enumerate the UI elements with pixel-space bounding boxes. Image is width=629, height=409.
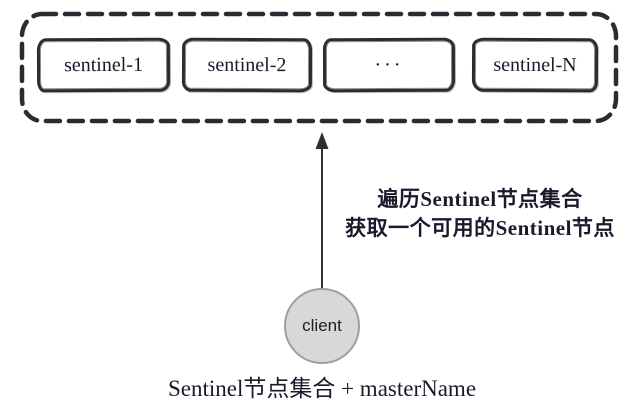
- ellipsis-label: ···: [374, 53, 404, 76]
- annotation-line-1: 遍历Sentinel节点集合: [377, 187, 583, 211]
- arrow-annotation: 遍历Sentinel节点集合 获取一个可用的Sentinel节点: [320, 185, 629, 243]
- annotation-line-2: 获取一个可用的Sentinel节点: [345, 216, 615, 240]
- client-node: client: [284, 288, 360, 364]
- arrow-head-icon: [315, 132, 329, 149]
- sentinel-node-box: sentinel-N: [471, 37, 599, 93]
- diagram-caption: Sentinel节点集合 + masterName: [167, 376, 477, 401]
- sentinel-node-label: sentinel-N: [493, 53, 577, 76]
- sentinel-node-box: sentinel-2: [181, 37, 313, 93]
- sentinel-node-label: sentinel-2: [207, 53, 287, 76]
- sentinel-node-label: sentinel-1: [64, 53, 143, 76]
- sentinel-node-box: sentinel-1: [36, 37, 171, 93]
- client-node-label: client: [302, 316, 342, 335]
- sentinel-node-box-ellipsis: ···: [322, 37, 456, 93]
